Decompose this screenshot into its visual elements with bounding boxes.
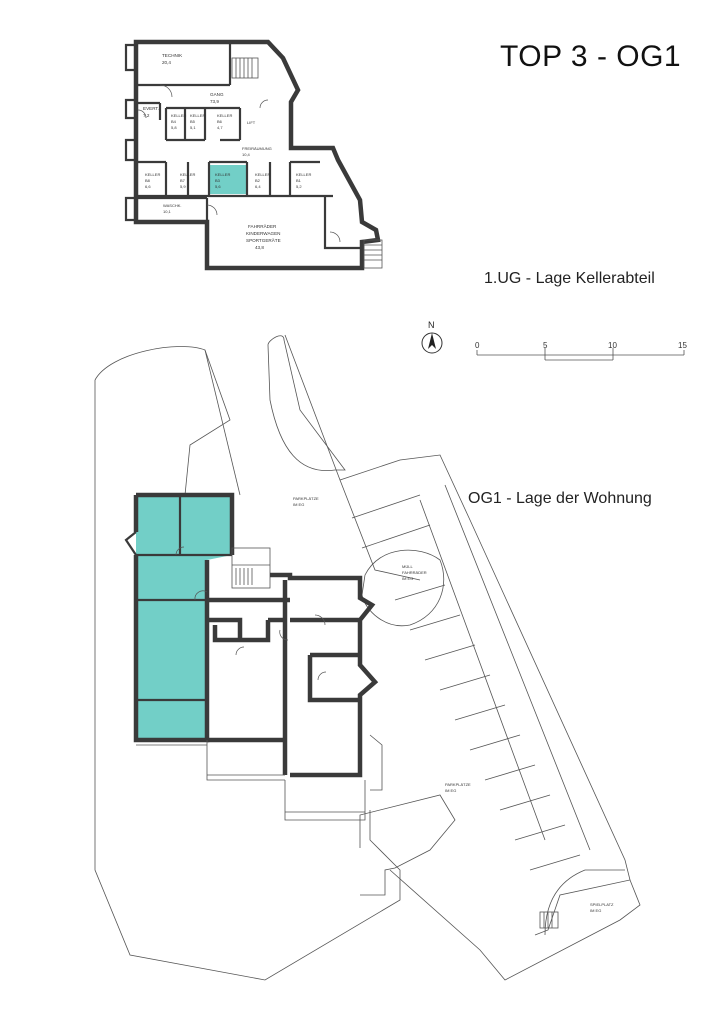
svg-text:IM EG: IM EG [590,908,601,913]
svg-text:B7: B7 [180,178,186,183]
storage-b8: KELLER [145,172,160,177]
svg-text:B8: B8 [145,178,151,183]
floor-caption: OG1 - Lage der Wohnung [468,490,652,507]
basement-outer-wall [133,39,381,271]
basement-caption: 1.UG - Lage Kellerabteil [484,270,655,287]
basement-plan: TECHNIK 20,4 GANG 73,9 EVERT. 7,2 KELLER… [124,39,383,271]
storage-b4: KELLER [171,113,186,118]
svg-text:7,2: 7,2 [143,113,150,118]
svg-text:IM EG: IM EG [402,576,413,581]
room-lift: LIFT [247,120,256,125]
storage-b6: KELLER [217,113,232,118]
label-waste-bikes: MÜLL [402,564,413,569]
svg-text:KINDERWAGEN: KINDERWAGEN [246,231,280,236]
svg-text:IM EG: IM EG [293,502,304,507]
svg-text:B5: B5 [190,119,196,124]
storage-b1: KELLER [296,172,311,177]
label-parking-top: PARKPLÄTZE [293,496,319,501]
room-technik: TECHNIK [162,53,183,58]
basement-inner-walls [134,42,362,250]
label-parking-bottom: PARKPLÄTZE [445,782,471,787]
scale-bar: 0 5 10 15 [475,341,687,361]
svg-text:10,4: 10,4 [242,152,251,157]
storage-b2: KELLER [255,172,270,177]
highlighted-apartment-top3 [136,495,232,740]
storage-b3-highlighted: KELLER [215,172,230,177]
room-bike-storage: FAHRRÄDER [248,223,277,229]
north-label: N [428,320,435,330]
north-arrow: N [421,320,443,354]
room-corridor: FREIRÄUMUNG [242,146,272,151]
svg-text:IM EG: IM EG [445,788,456,793]
svg-text:73,9: 73,9 [210,99,219,104]
svg-text:6,6: 6,6 [145,184,151,189]
room-waschkueche: WASCHK. [163,203,182,208]
svg-text:B2: B2 [255,178,261,183]
svg-text:SPORTGERÄTE: SPORTGERÄTE [246,237,281,243]
building-outer-wall [133,492,235,743]
storage-b5: KELLER [190,113,205,118]
label-playground: SPIELPLATZ [590,902,614,907]
svg-text:10: 10 [608,341,617,350]
svg-text:6,4: 6,4 [255,184,261,189]
plan-title: TOP 3 - OG1 [500,40,682,73]
room-evert: EVERT. [143,106,159,111]
svg-text:5,2: 5,2 [296,184,302,189]
svg-text:10,1: 10,1 [163,209,172,214]
svg-text:5: 5 [543,341,548,350]
svg-text:0: 0 [475,341,480,350]
storage-b7: KELLER [180,172,195,177]
parking-spaces [351,484,591,871]
middle-apartment-walls [207,580,290,775]
svg-text:FAHRRÄDER: FAHRRÄDER [402,570,427,575]
site-boundary [94,346,401,981]
svg-text:15: 15 [678,341,687,350]
site-plan: PARKPLÄTZE IM EG MÜLL FAHRRÄDER IM EG PA… [94,334,641,981]
svg-text:B1: B1 [296,178,302,183]
svg-text:5,1: 5,1 [190,125,196,130]
svg-text:B3: B3 [215,178,221,183]
svg-text:5,9: 5,9 [180,184,186,189]
svg-text:43,8: 43,8 [255,245,264,250]
highlighted-storage-unit [209,165,247,194]
central-staircase [231,547,271,589]
svg-text:20,4: 20,4 [162,60,171,65]
svg-text:B6: B6 [217,119,223,124]
svg-text:4,7: 4,7 [217,125,223,130]
svg-text:5,6: 5,6 [215,184,221,189]
right-apartment-walls [270,572,379,778]
room-gang: GANG [210,92,224,97]
svg-text:B4: B4 [171,119,177,124]
svg-text:5,8: 5,8 [171,125,177,130]
